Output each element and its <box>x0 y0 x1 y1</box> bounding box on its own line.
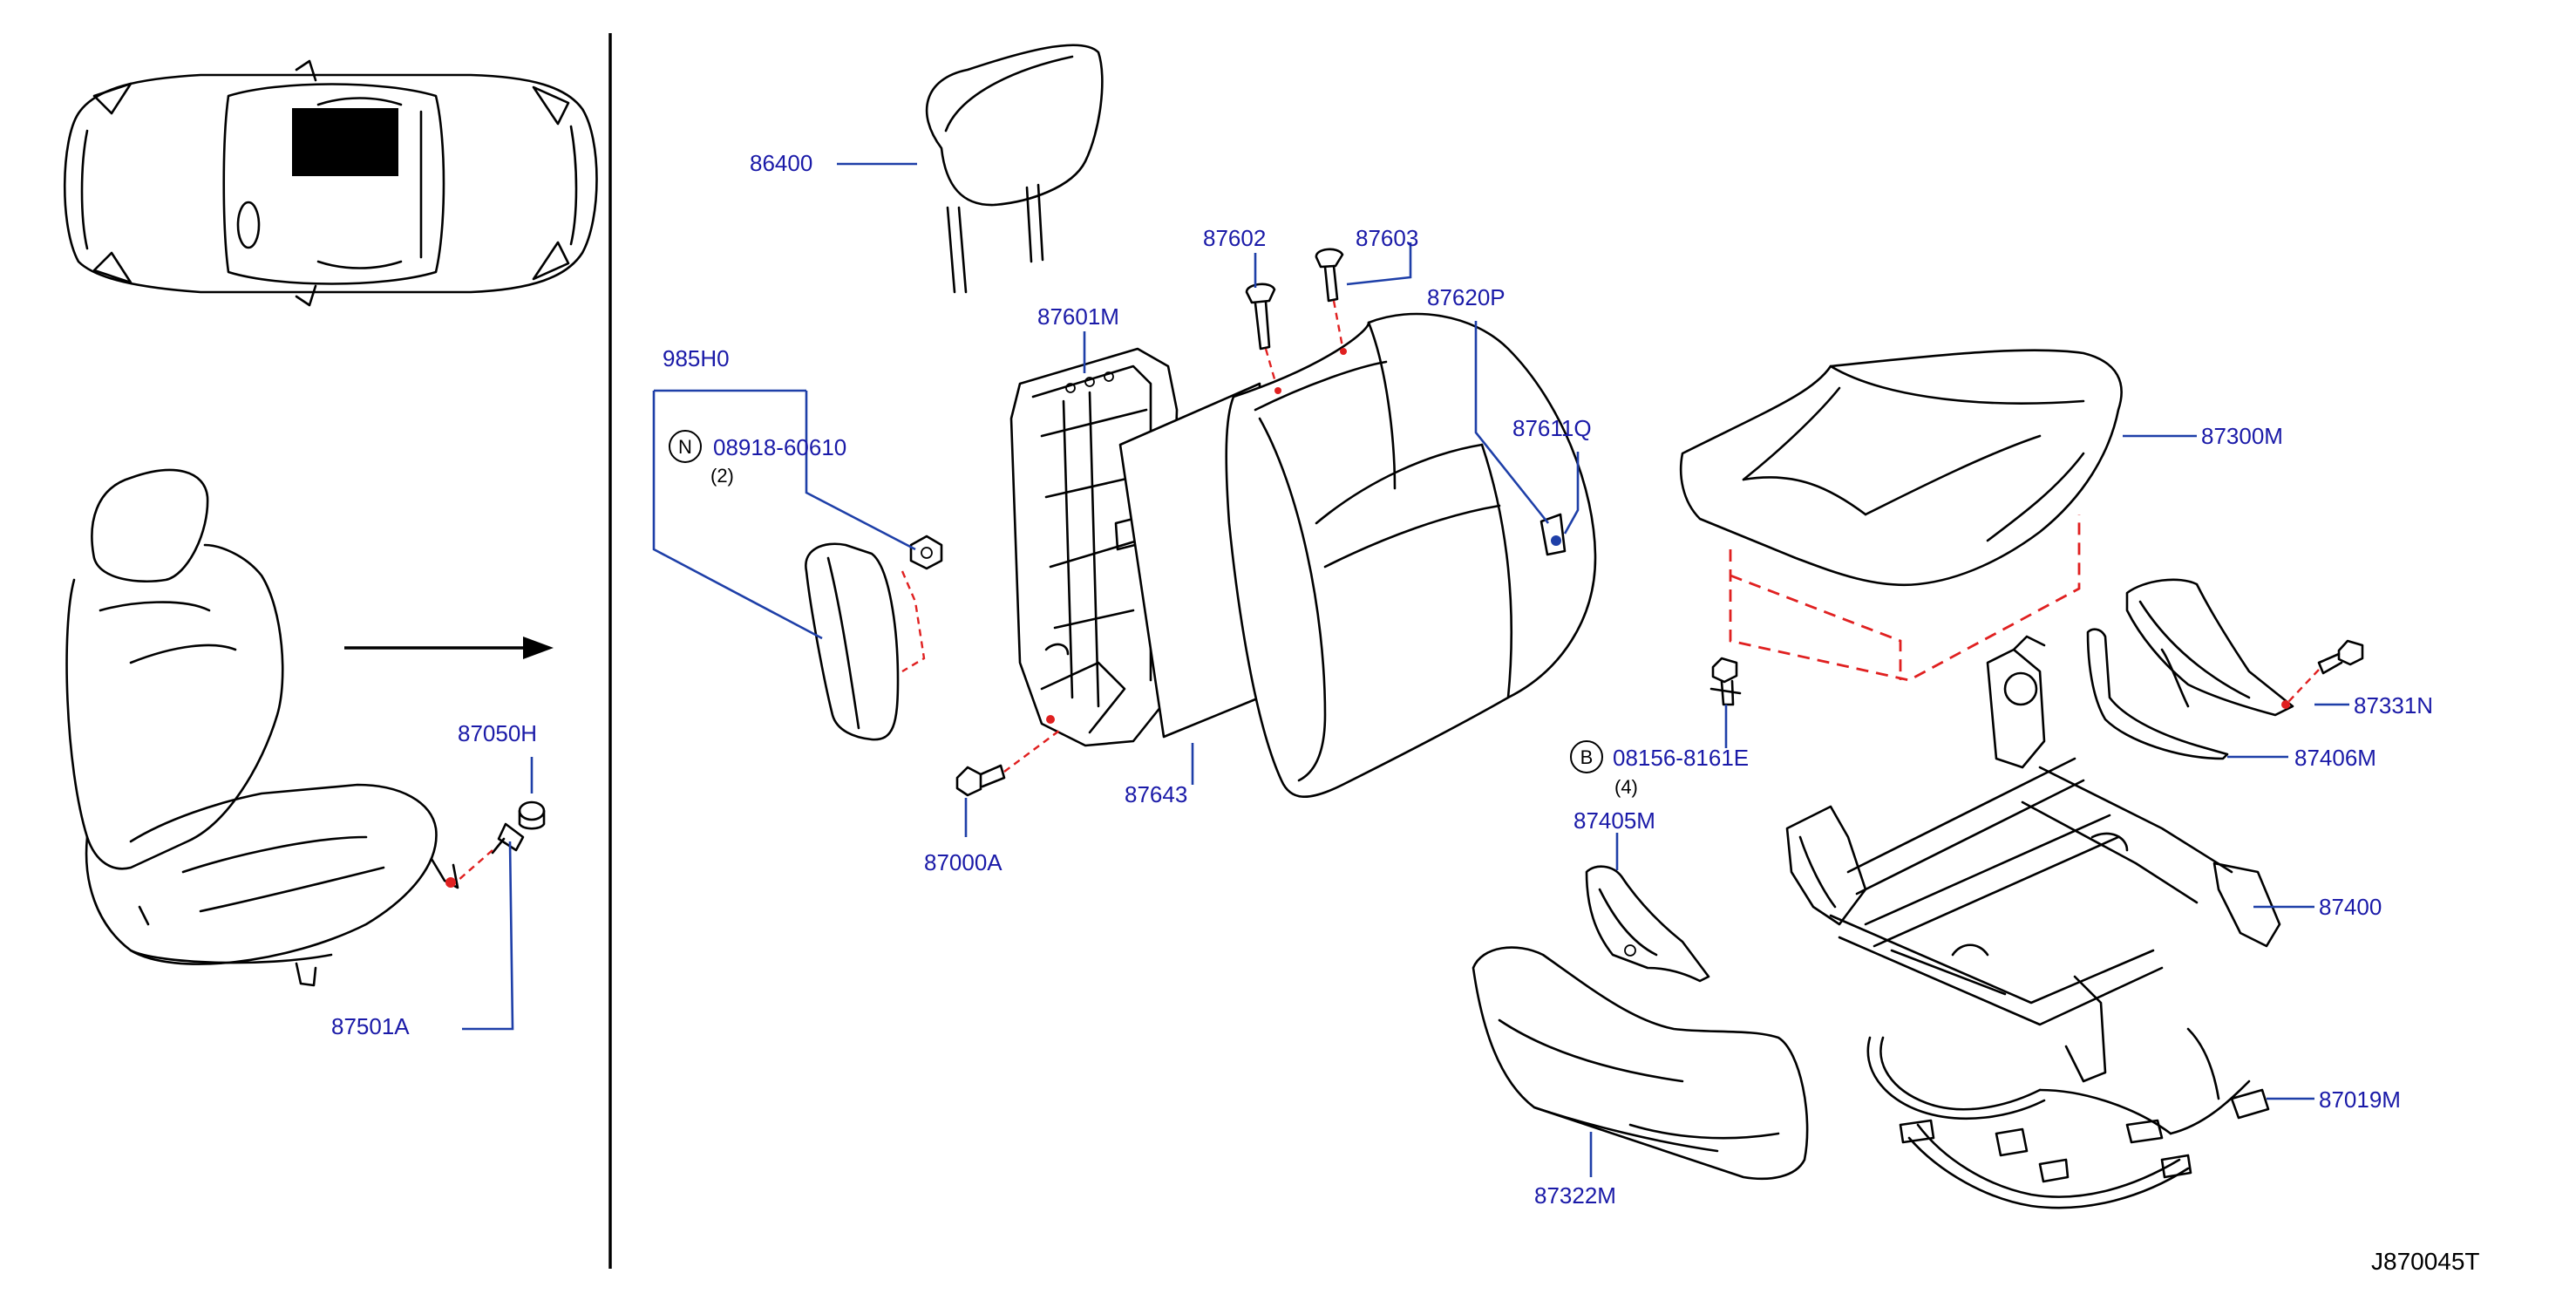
seat-overview-illustration <box>65 468 459 987</box>
leader-87501A <box>462 841 514 1031</box>
cap-and-bolt-illustration <box>457 800 546 882</box>
callout-08156-8161E[interactable]: B 08156-8161E (4) <box>1570 740 1749 798</box>
callout-87406M[interactable]: 87406M <box>2294 745 2376 771</box>
part-number-08918-60610: 08918-60610 <box>713 434 846 460</box>
leader-985H0-left <box>652 391 823 640</box>
marker-N: N <box>678 436 692 458</box>
headrest-illustration <box>926 44 1104 294</box>
callout-87050H[interactable]: 87050H <box>458 720 537 746</box>
bolt-87000A-illustration <box>955 730 1060 797</box>
callout-87300M[interactable]: 87300M <box>2201 423 2283 449</box>
callout-87602[interactable]: 87602 <box>1203 225 1266 251</box>
leader-87620P <box>1474 321 1550 524</box>
clip-87602-illustration <box>1245 283 1282 395</box>
wire-harness-illustration <box>1866 1027 2270 1209</box>
callout-87611Q[interactable]: 87611Q <box>1512 415 1592 441</box>
part-number-08156-8161E: 08156-8161E <box>1613 745 1749 771</box>
quantity-08918-60610: (2) <box>710 465 734 487</box>
callout-87643[interactable]: 87643 <box>1125 781 1187 807</box>
seat-frame-illustration <box>1785 635 2281 1083</box>
callout-08918-60610[interactable]: N 08918-60610 (2) <box>669 430 846 487</box>
marker-circle-N <box>669 430 702 463</box>
leader-87603 <box>1346 242 1412 286</box>
callout-87322M[interactable]: 87322M <box>1534 1182 1616 1209</box>
diagram-code: J870045T <box>2371 1248 2480 1275</box>
dash-985H0 <box>901 570 926 673</box>
callout-86400[interactable]: 86400 <box>750 150 812 176</box>
callout-87501A[interactable]: 87501A <box>331 1013 410 1039</box>
callout-985H0[interactable]: 985H0 <box>663 345 730 371</box>
marker-circle-B <box>1570 740 1603 773</box>
seatback-trim-illustration <box>1225 312 1597 798</box>
front-finisher-illustration <box>1472 946 1809 1181</box>
callout-87331N[interactable]: 87331N <box>2354 692 2433 719</box>
dash-cushion-1 <box>1729 514 2081 682</box>
callout-87000A[interactable]: 87000A <box>924 849 1003 875</box>
callout-87601M[interactable]: 87601M <box>1037 303 1119 330</box>
outer-finisher-illustration <box>2086 578 2294 760</box>
inner-finisher-illustration <box>1585 865 1710 983</box>
callout-87603[interactable]: 87603 <box>1356 225 1418 251</box>
quantity-08156-8161E: (4) <box>1614 776 1638 798</box>
seat-cushion-trim-illustration <box>1679 349 2123 587</box>
seatback-frame-illustration <box>1009 347 1179 747</box>
car-top-view-illustration <box>63 59 598 307</box>
callout-87405M[interactable]: 87405M <box>1573 807 1655 834</box>
dash-cushion-2 <box>1730 574 1902 680</box>
screw-87331N-illustration <box>2281 639 2364 709</box>
seat-location-highlight <box>292 108 398 176</box>
callout-87400[interactable]: 87400 <box>2319 894 2382 920</box>
leader-985H0-right <box>805 391 916 551</box>
callout-87620P[interactable]: 87620P <box>1427 284 1505 310</box>
marker-B: B <box>1580 746 1594 768</box>
nut-08918-60610-illustration <box>909 535 943 570</box>
clip-87603-illustration <box>1315 248 1348 356</box>
direction-arrow <box>344 637 554 659</box>
leader-87611Q <box>1563 452 1580 535</box>
callout-87019M[interactable]: 87019M <box>2319 1086 2401 1113</box>
side-airbag-module-illustration <box>805 542 900 741</box>
bolt-08156-8161E-illustration <box>1709 657 1742 706</box>
